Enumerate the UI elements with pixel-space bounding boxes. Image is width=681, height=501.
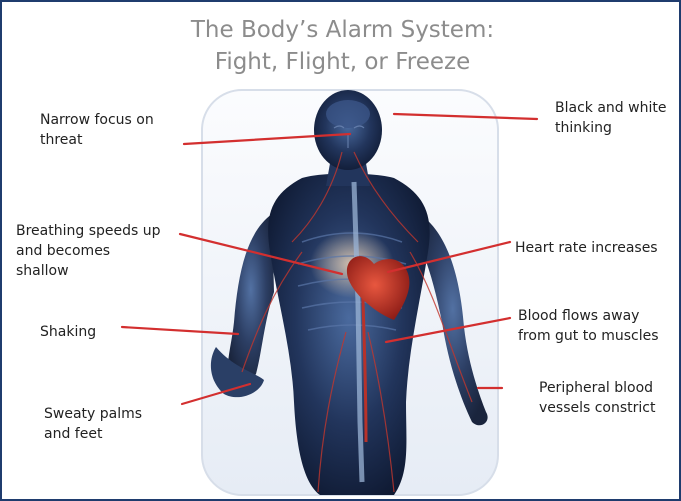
label-shaking: Shaking: [40, 322, 96, 342]
label-heart-rate: Heart rate increases: [515, 238, 658, 258]
label-breathing: Breathing speeds up and becomes shallow: [16, 221, 161, 281]
label-narrow-focus: Narrow focus on threat: [40, 110, 154, 150]
label-sweaty-palms: Sweaty palms and feet: [44, 404, 142, 444]
label-black-white-thinking: Black and white thinking: [555, 98, 666, 138]
label-blood-flows: Blood flows away from gut to muscles: [518, 306, 659, 346]
label-peripheral-vessels: Peripheral blood vessels constrict: [539, 378, 655, 418]
